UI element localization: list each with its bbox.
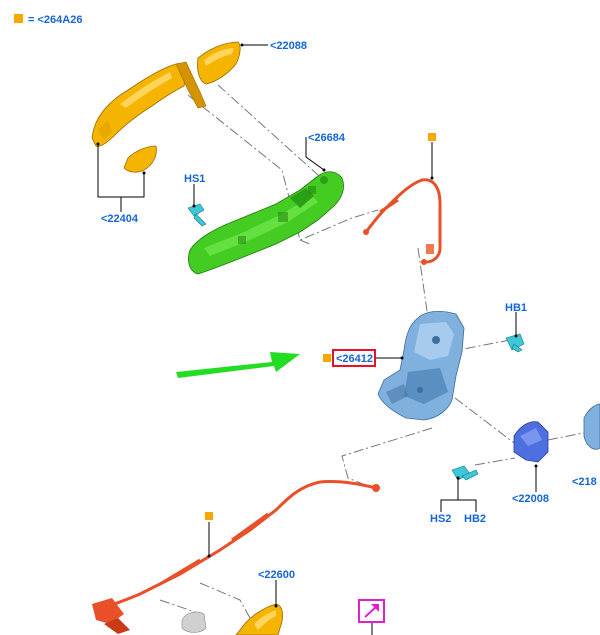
callout-hs1[interactable]: HS1 bbox=[184, 173, 205, 185]
callout-26412[interactable]: <26412 bbox=[336, 353, 373, 365]
callout-22008[interactable]: <22008 bbox=[512, 493, 549, 505]
door-latch-part[interactable] bbox=[377, 310, 465, 421]
screw-hs1-part[interactable] bbox=[187, 203, 207, 227]
clip-part[interactable] bbox=[181, 611, 207, 633]
screw-hs2-part[interactable] bbox=[451, 465, 479, 481]
green-pointer-arrow bbox=[176, 352, 300, 378]
cut-off-part-right[interactable] bbox=[583, 403, 600, 450]
link-button[interactable] bbox=[358, 599, 385, 623]
leader-lines bbox=[96, 43, 538, 635]
inside-handle-part[interactable] bbox=[235, 603, 284, 635]
callout-labels: <22088 <26684 HS1 <22404 HB1 <26412 <218… bbox=[101, 40, 597, 581]
callout-2180[interactable]: <218 bbox=[572, 476, 597, 488]
striker-part[interactable] bbox=[513, 421, 549, 463]
callout-22404[interactable]: <22404 bbox=[101, 213, 139, 225]
legend: = <264A26 bbox=[14, 14, 82, 26]
callout-hb2[interactable]: HB2 bbox=[464, 513, 486, 525]
callout-hs2[interactable]: HS2 bbox=[430, 513, 451, 525]
outside-handle-part[interactable] bbox=[91, 61, 207, 147]
highlight-box bbox=[332, 349, 376, 367]
handle-bezel-part[interactable] bbox=[123, 145, 157, 173]
callout-22088[interactable]: <22088 bbox=[270, 40, 307, 52]
lower-cable-part[interactable] bbox=[92, 480, 380, 634]
callout-26684[interactable]: <26684 bbox=[308, 132, 346, 144]
handle-carrier-part[interactable] bbox=[188, 171, 344, 275]
callout-22600[interactable]: <22600 bbox=[258, 569, 295, 581]
external-link-icon bbox=[364, 604, 379, 618]
orange-markers bbox=[205, 133, 436, 520]
legend-text: = <264A26 bbox=[28, 14, 82, 26]
upper-cable-part[interactable] bbox=[363, 178, 442, 265]
marker-lower-cable bbox=[205, 512, 213, 520]
legend-marker bbox=[14, 14, 23, 23]
marker-latch bbox=[323, 354, 331, 362]
callout-hb1[interactable]: HB1 bbox=[505, 302, 527, 314]
handle-cap-part[interactable] bbox=[197, 41, 241, 85]
marker-upper-cable bbox=[428, 133, 436, 141]
